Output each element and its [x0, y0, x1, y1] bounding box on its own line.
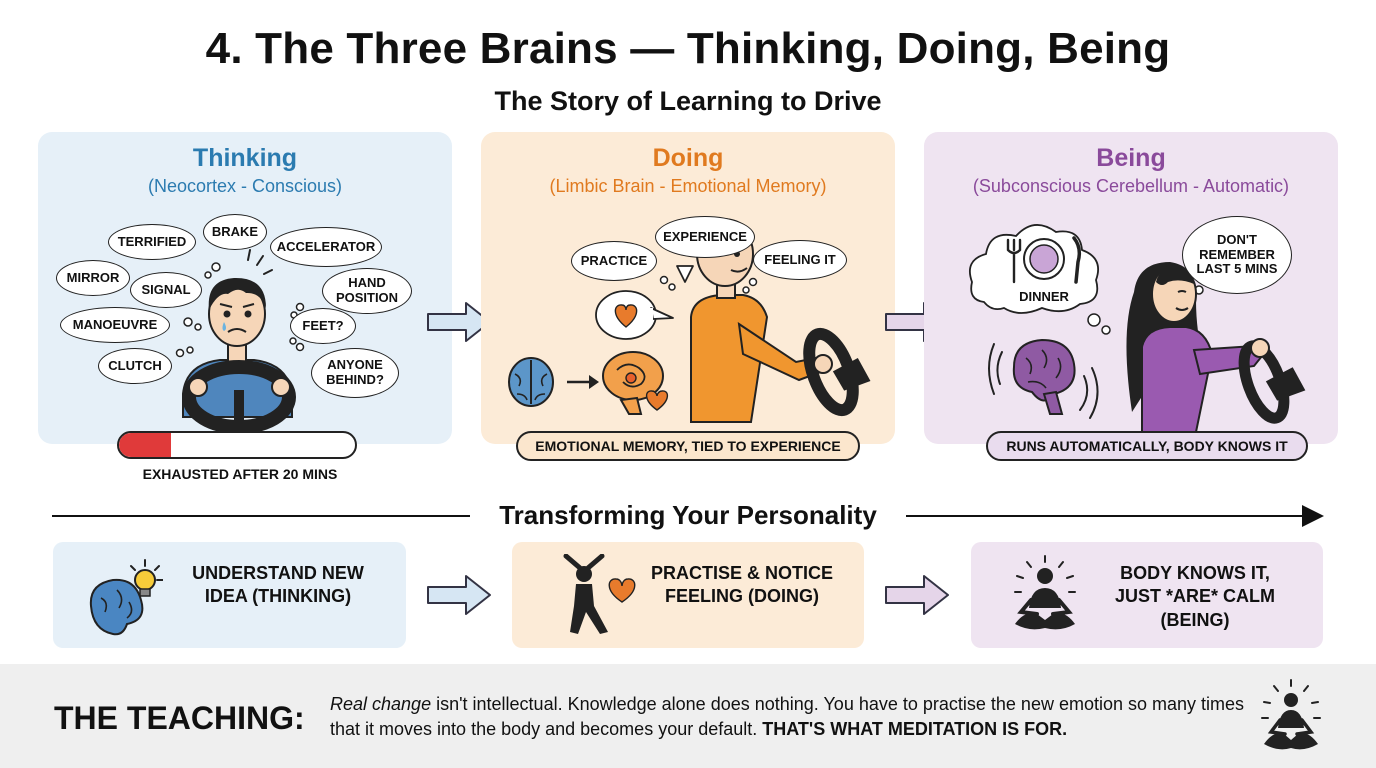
understand-text: UNDERSTAND NEW IDEA (THINKING)	[192, 563, 364, 607]
teaching-bar: THE TEACHING: Real change isn't intellec…	[0, 664, 1376, 768]
thought-bubble: MANOEUVRE	[60, 307, 170, 343]
transform-label: Transforming Your Personality	[470, 500, 906, 531]
practise-text: PRACTISE & NOTICE FEELING (DOING)	[650, 563, 833, 607]
axis-arrowhead-icon	[1302, 505, 1324, 527]
being-caption: RUNS AUTOMATICALLY, BODY KNOWS IT	[986, 431, 1308, 461]
being-card: BODY KNOWS IT, JUST *ARE* CALM (BEING)	[971, 542, 1323, 648]
right-arrow-icon	[427, 302, 491, 342]
thought-bubble: CLUTCH	[98, 348, 172, 384]
brain-icon	[508, 357, 554, 407]
thought-bubble: FEET?	[290, 308, 356, 344]
thought-bubble: FEELING IT	[753, 240, 847, 280]
anxious-driver-icon	[175, 249, 305, 434]
thought-bubble: DINNER	[1019, 288, 1069, 304]
page-title: 4. The Three Brains — Thinking, Doing, B…	[205, 24, 1171, 73]
thought-bubble: DON'T REMEMBER LAST 5 MINS	[1182, 216, 1292, 294]
doing-panel: Doing (Limbic Brain - Emotional Memory)	[481, 132, 895, 444]
teaching-emphasis: THAT'S WHAT MEDITATION IS FOR.	[762, 718, 1068, 739]
doing-subtitle: (Limbic Brain - Emotional Memory)	[549, 176, 827, 196]
thinking-subtitle: (Neocortex - Conscious)	[147, 176, 343, 196]
understand-card: UNDERSTAND NEW IDEA (THINKING)	[53, 542, 406, 648]
teaching-text: isn't intellectual. Knowledge alone does…	[330, 694, 1245, 739]
learning-driver-icon	[508, 218, 871, 423]
right-arrow-icon	[885, 575, 949, 615]
being-card-text: BODY KNOWS IT, JUST *ARE* CALM (BEING)	[1114, 563, 1275, 630]
being-panel: Being (Subconscious Cerebellum - Automat…	[924, 132, 1338, 444]
brain-icon	[602, 351, 664, 415]
brain-lightbulb-icon	[89, 559, 163, 636]
teaching-body: Real change isn't intellectual. Knowledg…	[330, 692, 1250, 742]
being-title: Being	[1096, 144, 1166, 172]
yoga-heart-icon	[563, 554, 636, 634]
automatic-driver-icon	[968, 224, 1306, 433]
doing-title: Doing	[652, 144, 724, 172]
energy-progress-bar	[117, 431, 357, 459]
teaching-title: THE TEACHING:	[54, 700, 305, 736]
thought-bubble: BRAKE	[203, 214, 267, 250]
thought-bubble: SIGNAL	[130, 272, 202, 308]
page-subtitle: The Story of Learning to Drive	[494, 86, 882, 116]
thought-bubble: MIRROR	[56, 260, 130, 296]
thinking-panel: Thinking (Neocortex - Conscious)	[38, 132, 452, 444]
thought-bubble: HAND POSITION	[322, 268, 412, 314]
meditation-icon	[1261, 679, 1321, 750]
brain-icon	[1012, 338, 1076, 415]
thought-bubble: EXPERIENCE	[655, 216, 755, 258]
thought-bubble: ANYONE BEHIND?	[311, 348, 399, 398]
energy-progress-fill	[119, 433, 171, 457]
teaching-lead: Real change	[330, 694, 432, 714]
thinking-title: Thinking	[192, 144, 298, 172]
thought-bubble: TERRIFIED	[108, 224, 196, 260]
thought-bubble: PRACTICE	[571, 241, 657, 281]
right-arrow-icon	[427, 575, 491, 615]
energy-progress-label: EXHAUSTED AFTER 20 MINS	[142, 466, 338, 482]
practise-card: PRACTISE & NOTICE FEELING (DOING)	[512, 542, 864, 648]
being-subtitle: (Subconscious Cerebellum - Automatic)	[972, 176, 1290, 196]
thought-bubble: ACCELERATOR	[270, 227, 382, 267]
meditation-icon	[1014, 555, 1076, 630]
doing-caption: EMOTIONAL MEMORY, TIED TO EXPERIENCE	[516, 431, 860, 461]
